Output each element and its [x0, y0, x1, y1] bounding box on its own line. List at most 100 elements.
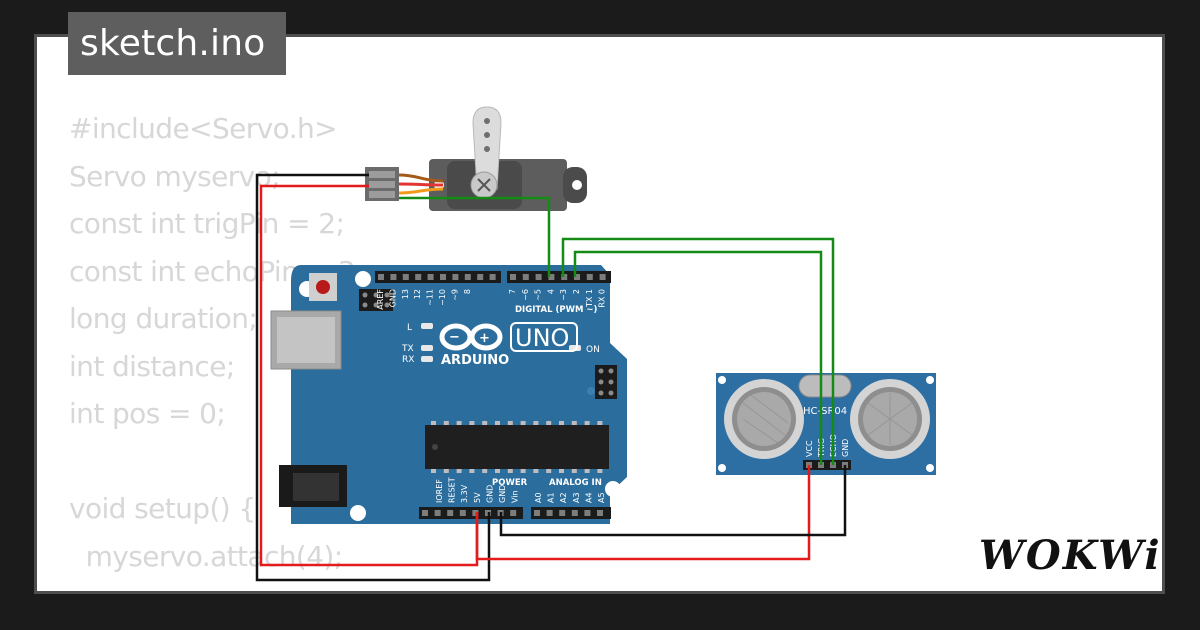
chip-leg	[559, 421, 564, 425]
code-line: int distance;	[69, 349, 235, 383]
wire-sensor-vcc	[475, 465, 811, 561]
header-pin[interactable]	[548, 274, 555, 280]
header-pin[interactable]	[584, 510, 591, 516]
pin-label: A0	[534, 492, 543, 503]
chip-leg	[443, 421, 449, 425]
pin-label: 5V	[473, 492, 482, 503]
pin-label: 8	[463, 289, 472, 294]
code-line: pinMode(trigPin, OUTPUT);	[69, 587, 444, 591]
header-pin[interactable]	[402, 274, 409, 280]
chip-leg	[469, 421, 475, 425]
file-tab[interactable]: sketch.ino	[68, 12, 286, 75]
pin-label: GND	[841, 439, 850, 457]
pin-label: ~10	[438, 289, 447, 306]
pin-label: ~11	[426, 289, 435, 306]
header-pin[interactable]	[571, 510, 578, 516]
pin-label: RX 0	[598, 289, 607, 308]
chip-leg	[495, 421, 500, 425]
header-pin[interactable]	[390, 274, 397, 280]
pin-label: ~6	[521, 289, 530, 301]
header-pin[interactable]	[510, 510, 517, 516]
pin-label: A4	[584, 492, 593, 503]
led-l-label: L	[407, 323, 412, 333]
wire-servo-signal	[399, 196, 551, 277]
header-pin[interactable]	[574, 274, 580, 280]
header-pin[interactable]	[464, 274, 471, 280]
pin-label: IOREF	[435, 479, 444, 503]
arduino-model-label: UNO	[515, 324, 569, 352]
led-rx-label: RX	[402, 355, 414, 365]
header-pin[interactable]	[422, 510, 428, 516]
header-pin[interactable]	[452, 274, 459, 280]
code-line: #include<Servo.h>	[69, 112, 338, 145]
chip-leg	[571, 421, 577, 425]
header-pin[interactable]	[599, 274, 606, 280]
code-line: const int echoPin = 3;	[69, 254, 364, 288]
wire-servo-gnd	[255, 173, 491, 582]
header-pin[interactable]	[510, 274, 516, 280]
wires	[255, 173, 847, 582]
pin-label: 7	[508, 289, 517, 294]
chip-leg	[456, 469, 462, 473]
servo-motor[interactable]	[365, 106, 587, 211]
chip-leg	[456, 421, 462, 425]
code-line: int pos = 0;	[69, 397, 226, 430]
header-pin[interactable]	[434, 510, 441, 516]
wire-sensor-trig	[573, 250, 823, 465]
power-header-label: POWER	[492, 478, 528, 488]
arduino-uno-board[interactable]: − + UNO ARDUINO L TX RX ON DIGITAL (PWM …	[270, 265, 627, 524]
code-line: const int trigPin = 2;	[69, 207, 345, 240]
pin-label: A1	[547, 492, 556, 503]
chip-leg	[597, 421, 603, 425]
header-pin[interactable]	[489, 274, 496, 280]
header-pin[interactable]	[522, 274, 529, 280]
pin-label: 12	[413, 289, 422, 299]
led-on-label: ON	[586, 345, 600, 355]
header-pin[interactable]	[477, 274, 484, 280]
header-pin[interactable]	[378, 274, 384, 280]
chip-leg	[546, 421, 552, 425]
pin-label: ~3	[559, 289, 568, 301]
header-pin[interactable]	[559, 510, 566, 516]
pin-label: 2	[572, 289, 581, 294]
svg-text:+: +	[479, 331, 490, 346]
chip-leg	[584, 421, 590, 425]
header-pin[interactable]	[459, 510, 466, 516]
code-line: long duration;	[69, 302, 258, 335]
chip-leg	[431, 469, 436, 473]
pin-label: 3.3V	[460, 484, 469, 503]
header-pin[interactable]	[415, 274, 422, 280]
chip-leg	[584, 469, 590, 473]
header-pin[interactable]	[427, 274, 434, 280]
chip-leg	[443, 469, 449, 473]
chip-leg	[559, 469, 564, 473]
pin-label: RESET	[448, 477, 457, 503]
header-pin[interactable]	[597, 510, 603, 516]
chip-leg	[533, 469, 539, 473]
chip-leg	[431, 421, 436, 425]
wokwi-logo: WOKWi	[979, 532, 1162, 579]
chip-leg	[546, 469, 552, 473]
chip-leg	[495, 469, 500, 473]
chip-leg	[520, 469, 526, 473]
chip-leg	[571, 469, 577, 473]
code-preview: #include<Servo.h> Servo myservo; const i…	[69, 105, 444, 591]
circuit-diagram: − + UNO ARDUINO L TX RX ON DIGITAL (PWM …	[255, 106, 1162, 582]
svg-text:−: −	[449, 330, 460, 345]
header-pin[interactable]	[534, 510, 540, 516]
code-line: myservo.attach(4);	[69, 539, 344, 573]
pin-label: GND	[498, 485, 507, 503]
header-pin[interactable]	[546, 510, 553, 516]
header-pin[interactable]	[472, 510, 479, 516]
pin-label: GND	[388, 289, 397, 307]
header-pin[interactable]	[440, 274, 446, 280]
arduino-infinity-logo	[439, 323, 503, 351]
pin-label: A5	[597, 492, 606, 503]
header-pin[interactable]	[535, 274, 542, 280]
header-pin[interactable]	[447, 510, 454, 516]
header-pin[interactable]	[586, 274, 593, 280]
chip-leg	[482, 421, 488, 425]
